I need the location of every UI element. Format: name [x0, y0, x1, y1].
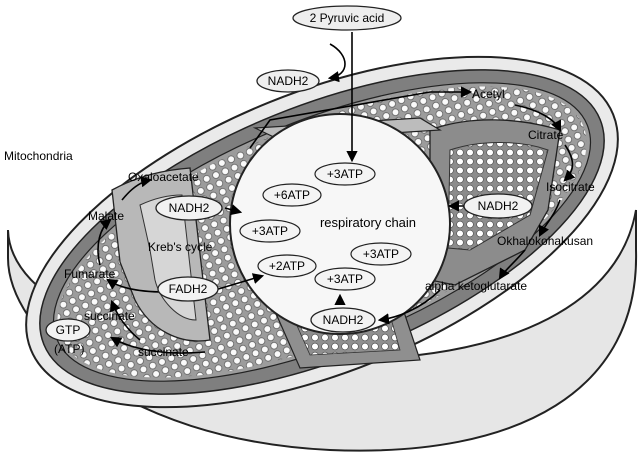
atp-paren-label: (ATP) — [54, 342, 84, 356]
fadh2-pill: FADH2 — [158, 277, 218, 301]
krebs-cycle-label: Kreb's cycle — [148, 240, 213, 254]
svg-text:FADH2: FADH2 — [169, 282, 208, 296]
oksalo-label: Okhalokohakusan — [497, 234, 593, 248]
pyruvic-acid-pill: 2 Pyruvic acid — [293, 6, 401, 30]
arrow-pyruvic-nadh — [330, 44, 345, 78]
atp-3-right-pill: +3ATP — [351, 243, 411, 265]
svg-text:+2ATP: +2ATP — [269, 259, 305, 273]
svg-text:+3ATP: +3ATP — [363, 247, 399, 261]
atp-2-pill: +2ATP — [258, 255, 316, 277]
svg-text:+6ATP: +6ATP — [274, 188, 310, 202]
atp-3-bottom-pill: +3ATP — [315, 268, 375, 290]
svg-text:NADH2: NADH2 — [169, 201, 210, 215]
oxaloacetate-label: Oxaloacetate — [128, 170, 199, 184]
malate-label: Malate — [88, 209, 124, 223]
respiratory-chain-label: respiratory chain — [320, 215, 416, 230]
svg-text:2 Pyruvic acid: 2 Pyruvic acid — [310, 11, 385, 25]
fumarate-label: Fumarate — [64, 267, 116, 281]
alpha-ketoglutarate-label: alpha ketoglutarate — [425, 279, 527, 293]
nadh2-bottom-pill: NADH2 — [311, 308, 375, 332]
nadh2-left-pill: NADH2 — [156, 196, 222, 220]
svg-text:NADH2: NADH2 — [268, 74, 309, 88]
svg-text:GTP: GTP — [56, 323, 81, 337]
svg-text:+3ATP: +3ATP — [252, 224, 288, 238]
mitochondria-label: Mitochondria — [4, 149, 73, 163]
atp-6-pill: +6ATP — [263, 184, 321, 206]
citrate-label: Citrate — [528, 128, 564, 142]
acetyl-label: Acetyl — [472, 87, 505, 101]
succinate-label-2: succinate — [138, 345, 189, 359]
succinate-label-1: succinate — [84, 309, 135, 323]
nadh2-top-pill: NADH2 — [257, 70, 319, 92]
nadh2-right-pill: NADH2 — [464, 194, 532, 218]
svg-text:NADH2: NADH2 — [323, 313, 364, 327]
svg-text:NADH2: NADH2 — [478, 199, 519, 213]
atp-top-pill: +3ATP — [315, 163, 375, 185]
isocitrate-label: Isocitrate — [546, 180, 595, 194]
atp-3-left-pill: +3ATP — [240, 220, 300, 242]
svg-text:+3ATP: +3ATP — [327, 167, 363, 181]
svg-text:+3ATP: +3ATP — [327, 272, 363, 286]
